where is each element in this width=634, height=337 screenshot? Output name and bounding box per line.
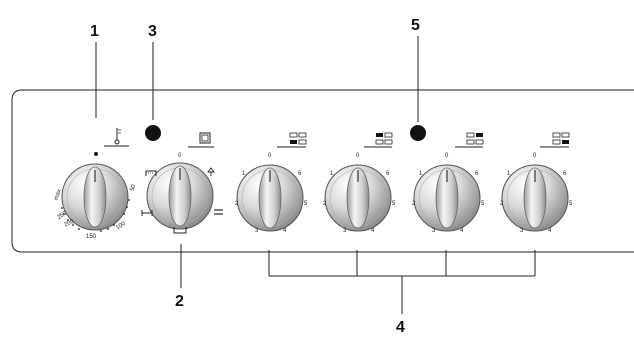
- hob-3-num-3: 3: [432, 228, 436, 234]
- hob-4-num-1: 1: [507, 171, 511, 177]
- hob-knob-3[interactable]: [413, 164, 481, 232]
- bottom-heat-icon: [173, 227, 187, 234]
- hob-3-num-6: 6: [475, 171, 479, 177]
- function-selector-knob[interactable]: [146, 162, 214, 230]
- hob-4-num-0: 0: [533, 153, 537, 159]
- hob-2-num-3: 3: [343, 228, 347, 234]
- indicator-light-right: [410, 125, 426, 141]
- hob-4-num-4: 4: [548, 228, 552, 234]
- hob-1-num-2: 2: [235, 201, 239, 207]
- hob-knob-4-scale: 0 1 2 3 4 5 6: [500, 153, 573, 234]
- grill-top-icon: [145, 170, 157, 176]
- hob-3-num-1: 1: [419, 171, 423, 177]
- callout-1: 1: [90, 23, 99, 40]
- hob-4-num-6: 6: [563, 171, 567, 177]
- fan-icon: [207, 167, 215, 176]
- hob-1-num-4: 4: [283, 228, 287, 234]
- indicator-light-left: [145, 125, 161, 141]
- callout-5: 5: [411, 17, 420, 34]
- oven-icon: [188, 132, 214, 148]
- thermostat-label-150: 150: [86, 234, 97, 240]
- thermostat-dot: [94, 152, 98, 156]
- hob-1-num-1: 1: [242, 171, 246, 177]
- thermostat-label-max: max: [53, 189, 63, 202]
- hob-4-num-3: 3: [520, 228, 524, 234]
- thermostat-knob[interactable]: [61, 163, 129, 231]
- hob-3-num-0: 0: [445, 153, 449, 159]
- hob-1-num-6: 6: [298, 171, 302, 177]
- callout-4-bracket: [268, 250, 536, 314]
- hob-knob-2[interactable]: [324, 164, 392, 232]
- thermostat-scale: max 250 200 150 100 50: [53, 183, 137, 240]
- thermometer-icon: [104, 128, 129, 147]
- hob-2-num-5: 5: [392, 201, 396, 207]
- equals-icon: [214, 209, 223, 215]
- top-bottom-heat-icon: [141, 210, 153, 216]
- hob-3-num-5: 5: [481, 201, 485, 207]
- hob-3-num-2: 2: [412, 201, 416, 207]
- panel-outline: [11, 89, 634, 253]
- hob-knob-3-scale: 0 1 2 3 4 5 6: [412, 153, 485, 234]
- hob-zone-icon-2: [364, 132, 393, 148]
- hob-2-num-6: 6: [386, 171, 390, 177]
- thermostat-label-200: 200: [63, 219, 75, 229]
- hob-zone-icon-3: [455, 132, 484, 148]
- hob-2-num-1: 1: [330, 171, 334, 177]
- selector-zero: 0: [178, 153, 182, 159]
- hob-zone-icon-4: [540, 132, 570, 148]
- callout-4: 4: [396, 319, 405, 336]
- hob-knob-4[interactable]: [501, 164, 569, 232]
- hob-3-num-4: 4: [460, 228, 464, 234]
- hob-knob-2-scale: 0 1 2 3 4 5 6: [323, 153, 396, 234]
- hob-2-num-4: 4: [371, 228, 375, 234]
- hob-2-num-0: 0: [356, 153, 360, 159]
- thermostat-label-100: 100: [115, 220, 127, 231]
- hob-2-num-2: 2: [323, 201, 327, 207]
- hob-1-num-5: 5: [304, 201, 308, 207]
- hob-zone-icon-1: [277, 132, 307, 148]
- hob-1-num-3: 3: [255, 228, 259, 234]
- hob-1-num-0: 0: [268, 153, 272, 159]
- hob-knob-1-scale: 0 1 2 3 4 5 6: [235, 153, 308, 234]
- hob-4-num-2: 2: [500, 201, 504, 207]
- hob-4-num-5: 5: [569, 201, 573, 207]
- hob-knob-1[interactable]: [236, 164, 304, 232]
- thermostat-label-250: 250: [56, 210, 68, 221]
- callout-2: 2: [175, 293, 184, 310]
- thermostat-label-50: 50: [129, 183, 137, 192]
- callout-3: 3: [148, 23, 157, 40]
